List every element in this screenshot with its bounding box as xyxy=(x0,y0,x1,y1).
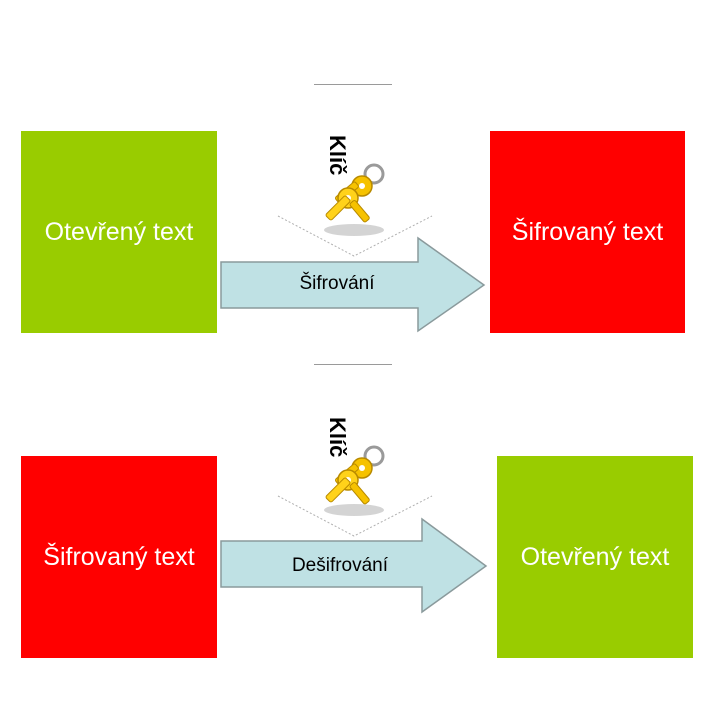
ciphertext-label-bottom: Šifrovaný text xyxy=(43,542,195,571)
decrypt-arrow-label: Dešifrování xyxy=(291,555,389,576)
encrypt-arrow-label: Šifrování xyxy=(299,273,375,294)
plaintext-box-bottom: Otevřený text xyxy=(497,456,693,658)
key-shadow-top xyxy=(277,215,433,257)
top-divider xyxy=(314,84,392,85)
decrypt-arrow xyxy=(220,517,488,614)
ciphertext-box-top: Šifrovaný text xyxy=(490,131,685,333)
keys-icon xyxy=(325,163,385,223)
plaintext-label-bottom: Otevřený text xyxy=(520,542,670,571)
encrypt-arrow xyxy=(220,236,486,333)
plaintext-box-top: Otevřený text xyxy=(21,131,217,333)
plaintext-label-top: Otevřený text xyxy=(44,217,194,246)
key-shadow-bottom xyxy=(277,495,433,537)
ciphertext-label-top: Šifrovaný text xyxy=(511,217,664,246)
middle-divider xyxy=(314,364,392,365)
keys-icon xyxy=(325,445,385,505)
ciphertext-box-bottom: Šifrovaný text xyxy=(21,456,217,658)
